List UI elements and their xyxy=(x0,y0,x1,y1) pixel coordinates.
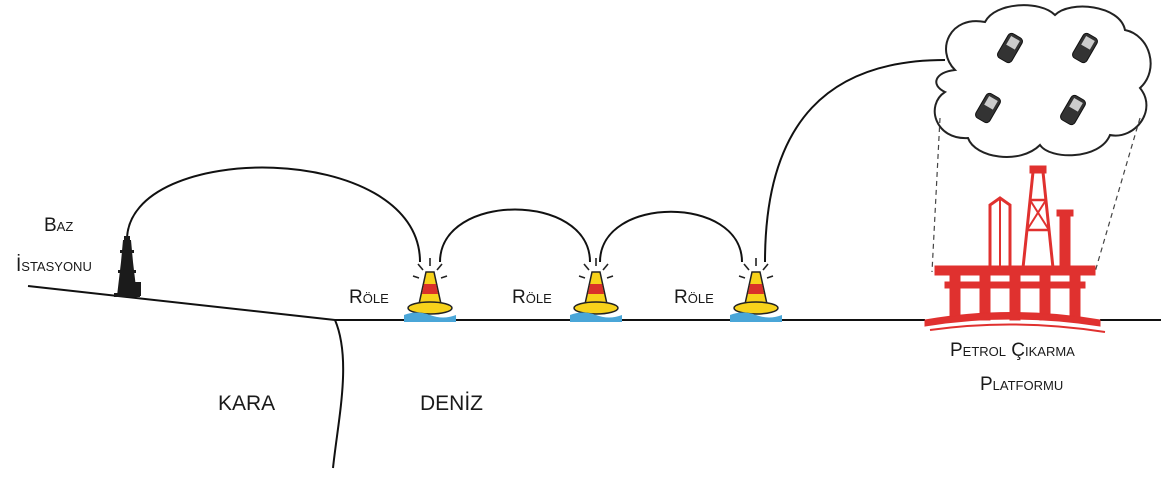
relay-buoy-icon-2 xyxy=(570,258,622,322)
relay-label-3: Röle xyxy=(674,287,714,308)
relay-buoy-icon-1 xyxy=(404,258,456,322)
relay-label-2: Röle xyxy=(512,287,552,308)
link-arc-relay1-to-relay2 xyxy=(439,208,591,263)
platform-label-line1: Petrol Çıkarma xyxy=(950,340,1075,361)
mobile-phone-icon-3 xyxy=(975,92,1001,124)
mobile-phone-icon-1 xyxy=(997,32,1023,64)
mobile-phone-icon-4 xyxy=(1060,94,1086,126)
link-arc-relay2-to-relay3 xyxy=(599,210,743,263)
land-surface-line xyxy=(27,285,336,321)
oil-platform-icon xyxy=(924,165,1106,333)
sea-label: DENİZ xyxy=(420,392,483,415)
platform-label-line2: Platformu xyxy=(980,374,1064,395)
cloud-shape xyxy=(933,4,1152,158)
land-label: KARA xyxy=(218,392,276,415)
base-station-label-line1: Baz xyxy=(44,215,74,236)
base-station-label-line2: İstasyonu xyxy=(16,255,92,276)
projection-line-left xyxy=(931,117,941,273)
base-station-tower-icon xyxy=(114,236,141,297)
link-arc-base-to-relay1 xyxy=(126,166,421,263)
relay-label-1: Röle xyxy=(349,287,389,308)
link-arc-relay3-to-cloud xyxy=(764,59,946,263)
relay-buoy-icon-3 xyxy=(730,258,782,322)
mobile-phone-icon-2 xyxy=(1072,32,1098,64)
coastline-curve xyxy=(332,319,345,469)
